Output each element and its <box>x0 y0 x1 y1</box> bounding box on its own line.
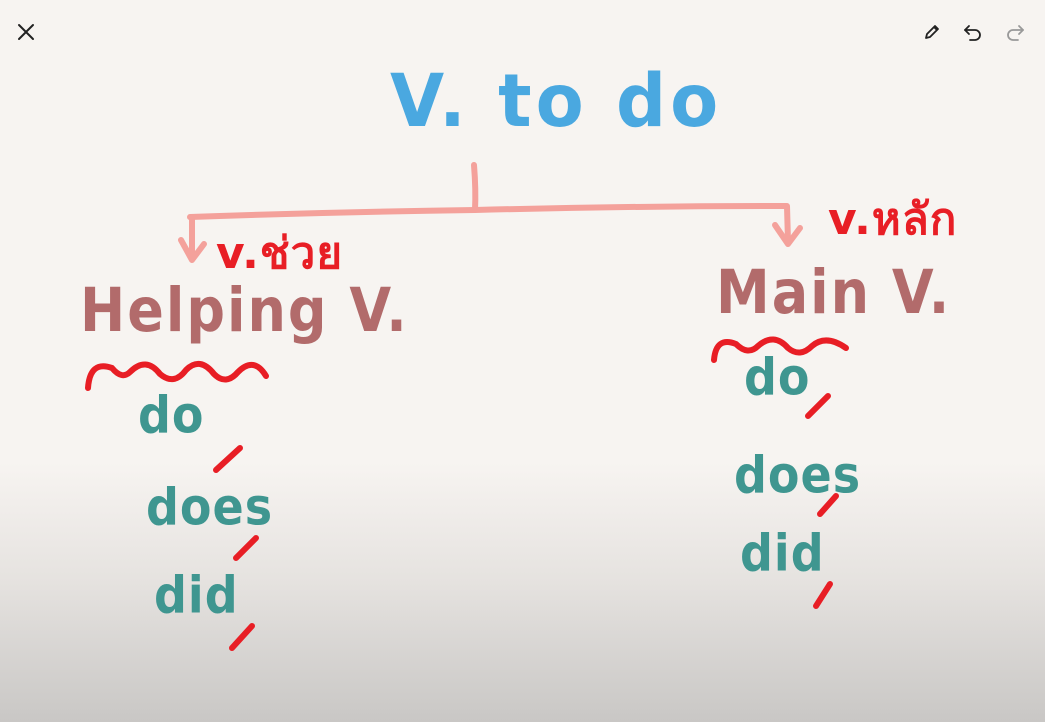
emphasis-underlines <box>85 336 849 391</box>
root-label: V. to do <box>390 57 723 145</box>
tick-marks <box>213 393 839 651</box>
right-thai-label: v.หลัก <box>828 194 958 245</box>
right-verb-did: did <box>740 523 825 583</box>
pen-button[interactable] <box>916 16 948 48</box>
pencil-icon <box>925 25 939 39</box>
right-verb-does: does <box>734 445 862 505</box>
tree-branches <box>178 162 803 263</box>
undo-button[interactable] <box>957 16 989 48</box>
undo-icon <box>964 25 981 41</box>
close-button[interactable] <box>10 16 42 48</box>
left-category-label: Helping V. <box>80 275 409 346</box>
right-verb-do: do <box>744 347 811 407</box>
left-thai-label: v.ช่วย <box>216 228 344 279</box>
left-verb-did: did <box>154 565 239 625</box>
close-icon <box>18 24 34 40</box>
redo-icon <box>1007 25 1024 41</box>
left-verb-does: does <box>146 477 274 537</box>
redo-button[interactable] <box>999 16 1031 48</box>
right-category-label: Main V. <box>716 257 952 328</box>
left-verb-do: do <box>138 385 205 445</box>
